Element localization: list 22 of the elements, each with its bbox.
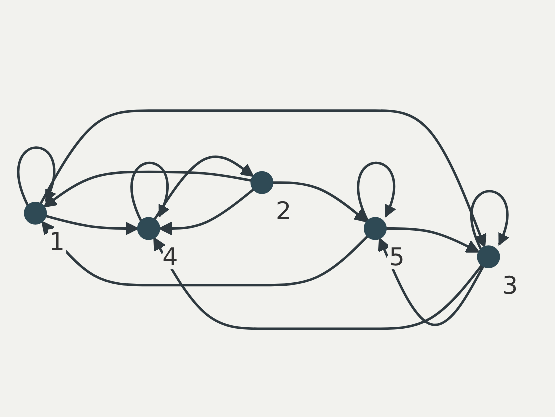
vertex-label: 2 — [276, 196, 292, 226]
arrow — [40, 110, 487, 248]
arrow — [386, 228, 480, 253]
vertex-label: 5 — [389, 242, 405, 272]
vertex-dot — [477, 246, 500, 269]
arrow — [44, 170, 252, 208]
arrow — [357, 162, 396, 222]
vertex-label: 3 — [502, 270, 518, 300]
arrow — [470, 190, 509, 250]
arrow — [17, 146, 56, 206]
arrow — [272, 182, 368, 223]
arrow — [42, 221, 369, 287]
arrow — [154, 238, 484, 330]
vertex-dot — [137, 217, 160, 240]
vertex-dot — [250, 171, 274, 194]
arrow — [154, 156, 254, 220]
arrow — [130, 162, 170, 222]
arrow — [378, 238, 485, 326]
arrow — [46, 215, 139, 236]
vertex-dot — [24, 202, 48, 225]
arrow — [159, 188, 255, 236]
vertex-dot — [364, 217, 387, 240]
